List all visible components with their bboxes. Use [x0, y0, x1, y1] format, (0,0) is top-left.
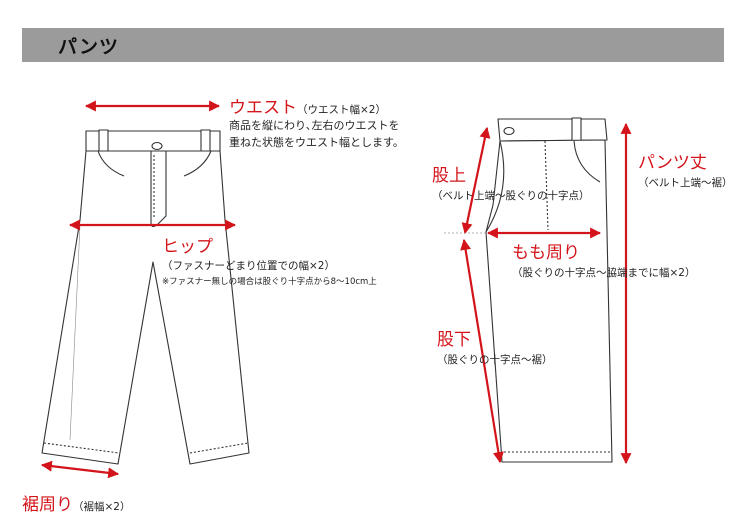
- hem-subtitle: （裾幅×2）: [73, 501, 131, 513]
- hip-note: ※ファスナー無しの場合は股ぐり十字点から8〜10cm上: [162, 277, 377, 287]
- side-button: [503, 126, 515, 136]
- hip-label: ヒップ （ファスナーどまり位置での幅×2） ※ファスナー無しの場合は股ぐり十字点…: [162, 232, 377, 287]
- front-pocket-left: [97, 150, 125, 177]
- thigh-subtitle: （股ぐりの十字点〜脇端までに幅×2）: [512, 267, 696, 279]
- rise-title: 股上: [432, 166, 466, 186]
- length-label: パンツ丈 （ベルト上端〜裾）: [638, 148, 733, 190]
- hem-label: 裾周り（裾幅×2）: [22, 490, 130, 515]
- side-pants-illustration: [485, 117, 613, 463]
- waist-label: ウエスト（ウエスト幅×2）: [229, 93, 386, 118]
- thigh-label: もも周り （股ぐりの十字点〜脇端までに幅×2）: [512, 238, 695, 280]
- front-pocket-right: [183, 150, 212, 177]
- waist-subtitle: （ウエスト幅×2）: [297, 104, 386, 116]
- front-button: [151, 141, 163, 151]
- waist-title: ウエスト: [229, 98, 297, 118]
- hip-subtitle: （ファスナーどまり位置での幅×2）: [162, 260, 335, 272]
- hem-title: 裾周り: [22, 495, 73, 515]
- hip-title: ヒップ: [162, 237, 213, 257]
- inseam-subtitle: （股ぐりの十字点〜裾）: [437, 354, 553, 366]
- section-title: パンツ: [58, 36, 119, 58]
- front-belt-loop-left: [98, 129, 109, 153]
- front-pants-body: [41, 150, 250, 465]
- waist-description: 商品を縦にわり､左右のウエストを 重ねた状態をウエスト幅とします。: [229, 117, 404, 151]
- measurement-arrows: [40, 100, 632, 479]
- front-pants-illustration: [41, 129, 250, 465]
- waist-desc-line2: 重ねた状態をウエスト幅とします。: [229, 136, 404, 149]
- inseam-title: 股下: [437, 330, 471, 350]
- rise-subtitle: （ベルト上端〜股ぐりの十字点）: [432, 190, 590, 202]
- front-belt-loop-right: [200, 129, 211, 153]
- side-belt-loop: [571, 117, 582, 143]
- inseam-arrow: [460, 238, 504, 464]
- length-title: パンツ丈: [638, 153, 707, 173]
- rise-arrow: [461, 126, 491, 235]
- length-subtitle: （ベルト上端〜裾）: [638, 177, 733, 189]
- section-header: パンツ: [22, 28, 724, 62]
- hem-arrow: [40, 460, 120, 479]
- inseam-label: 股下 （股ぐりの十字点〜裾）: [437, 325, 553, 367]
- thigh-title: もも周り: [512, 243, 580, 263]
- rise-label: 股上 （ベルト上端〜股ぐりの十字点）: [432, 161, 590, 203]
- waist-desc-line1: 商品を縦にわり､左右のウエストを: [229, 119, 400, 132]
- side-pocket: [573, 140, 601, 183]
